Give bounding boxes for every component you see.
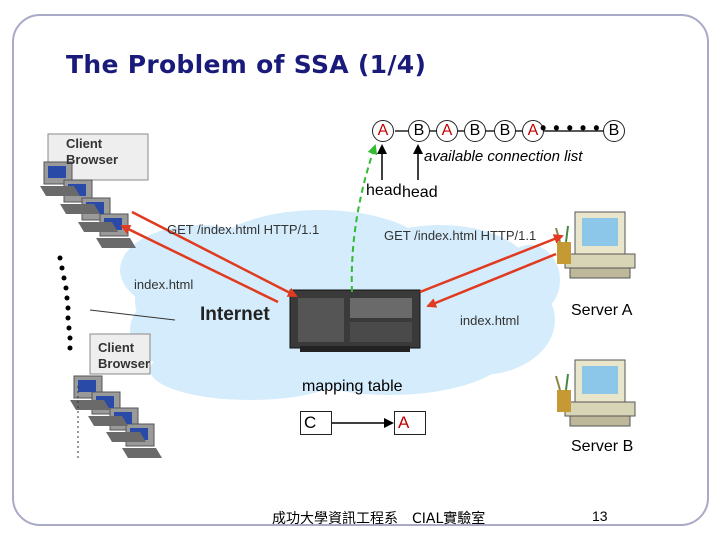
client-request-arrow [131,210,298,298]
connection-list-caption: available connection list [424,148,583,165]
internet-label: Internet [200,304,270,325]
client-label-bottom: Client Browser [98,340,151,371]
head-label-2: head [402,184,438,201]
server-request-label: GET /index.html HTTP/1.1 [384,228,537,243]
server-response-arrow [426,252,557,308]
client-group-dots [57,255,73,351]
head-label-1: head [366,182,402,199]
client-label-top: Client Browser [66,136,119,167]
dispatcher-server-icon [289,289,421,352]
mapping-left-cell: C [300,411,332,435]
server-b-icon [555,359,636,427]
connection-ellipsis: • • • • • [540,118,601,138]
footer-text: 成功大學資訊工程系 CIAL實驗室 [272,511,486,527]
slide-title: The Problem of SSA (1/4) [66,50,427,79]
connection-item-b: B [494,120,516,142]
client-request-label: GET /index.html HTTP/1.1 [167,222,320,237]
mapping-right-cell: A [394,411,426,435]
client-response-arrow [120,224,279,304]
server-request-arrow [419,234,564,294]
connection-item-b: B [464,120,486,142]
server-a-icon [555,211,636,279]
client-stack-bottom-icon [70,333,162,458]
mapping-table-title: mapping table [302,378,403,395]
server-a-label: Server A [571,302,633,319]
client-response-label: index.html [134,277,194,292]
server-response-label: index.html [460,313,520,328]
page-number: 13 [592,508,608,524]
client-stack-top-icon [40,133,149,248]
connection-item-a: A [372,120,394,142]
connection-pointer [350,144,378,293]
connection-item-a: A [522,120,544,142]
connection-item-b: B [408,120,430,142]
connector-line [89,309,176,321]
server-b-label: Server B [571,438,634,455]
connection-item-a: A [436,120,458,142]
connection-item-b: B [603,120,625,142]
